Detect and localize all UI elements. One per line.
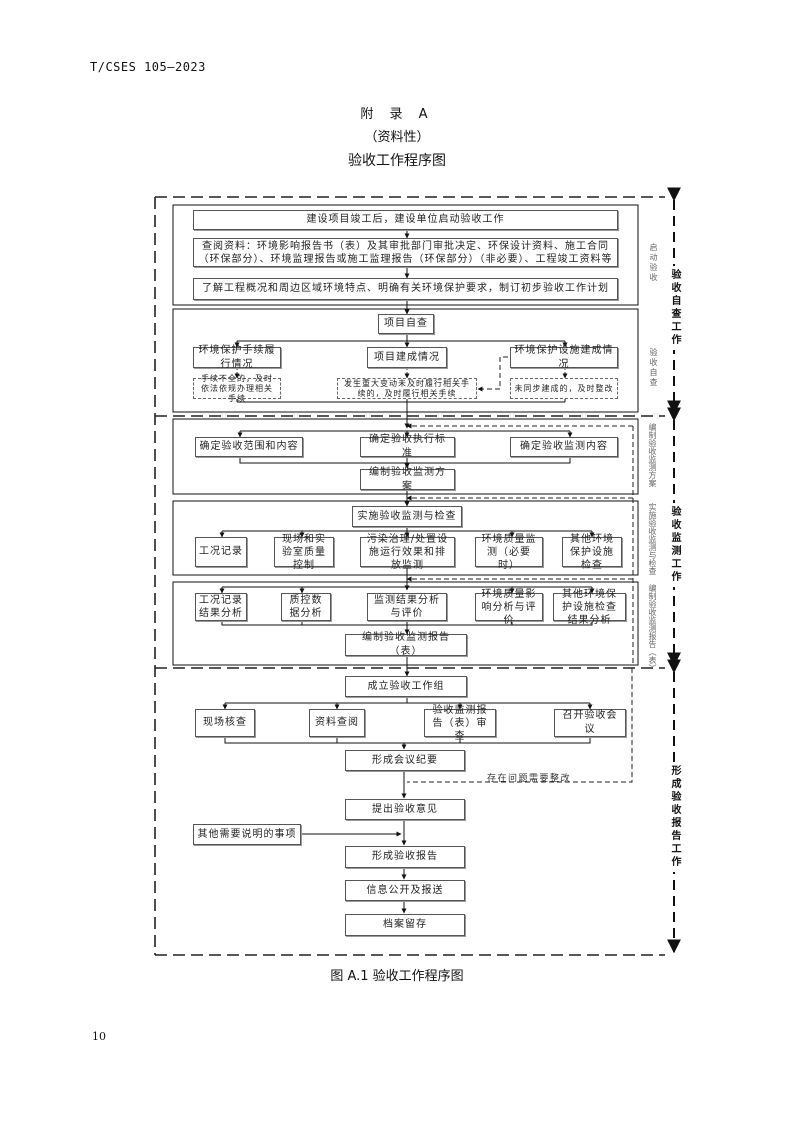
appendix-heading: 附 录 A <box>360 107 434 122</box>
review-materials-box: 查阅资料：环境影响报告书（表）及其审批部门审批决定、环保设计资料、施工合同（环保… <box>193 238 618 267</box>
side-label-start: 启动验收 <box>649 243 658 283</box>
phase-label-monitoring: 验收监测工作 <box>667 503 682 587</box>
form-work-group-box: 成立验收工作组 <box>345 676 467 697</box>
work-condition-analysis-box: 工况记录结果分析 <box>195 593 247 621</box>
qc-data-analysis-box: 质控数据分析 <box>281 593 331 621</box>
site-check-box: 现场核查 <box>195 709 255 737</box>
emission-monitoring-box: 污染治理/处置设施运行效果和排放监测 <box>360 534 455 571</box>
construction-status-box: 项目建成情况 <box>367 347 447 368</box>
implement-monitoring-box: 实施验收监测与检查 <box>352 506 462 527</box>
env-impact-analysis-box: 环境质量影响分析与评价 <box>475 589 543 626</box>
phase-label-self-check: 验收自查工作 <box>667 266 682 350</box>
outer-dashed-frame <box>154 196 665 956</box>
side-label-report: 编制验收监测报告（表） <box>648 584 657 672</box>
document-review-box: 资料查阅 <box>309 709 365 737</box>
monitoring-report-box: 编制验收监测报告（表） <box>345 632 467 657</box>
start-acceptance-box: 建设项目竣工后，建设单位启动验收工作 <box>193 210 618 230</box>
understand-project-box: 了解工程概况和周边区域环境特点、明确有关环境保护要求，制订初步验收工作计划 <box>193 278 618 300</box>
env-quality-monitoring-box: 环境质量监测（必要时） <box>475 534 543 571</box>
project-self-check-box: 项目自查 <box>378 314 434 334</box>
side-label-plan: 编制验收监测方案 <box>648 423 657 487</box>
work-condition-box: 工况记录 <box>195 537 247 567</box>
appendix-nature: （资料性） <box>364 130 430 145</box>
facility-status-box: 环境保护设施建成情况 <box>510 345 618 370</box>
quality-control-box: 现场和实验室质量控制 <box>274 534 334 571</box>
disclosure-box: 信息公开及报送 <box>345 880 465 901</box>
side-label-self-check: 验收自查 <box>649 348 658 388</box>
monitoring-result-analysis-box: 监测结果分析与评价 <box>367 593 447 621</box>
side-label-implement: 实施验收监测与检查 <box>648 503 657 575</box>
figure-title: 验收工作程序图 <box>348 153 446 169</box>
rectify-note: 存在问题需要整改 <box>487 774 572 784</box>
facility-remedy-box: 未同步建成的，及时整改 <box>510 378 618 399</box>
archive-box: 档案留存 <box>345 914 465 936</box>
acceptance-meeting-box: 召开验收会议 <box>554 709 626 737</box>
rectify-loop-monitoring <box>406 423 634 665</box>
phase-label-report: 形成验收报告工作 <box>667 762 682 872</box>
standards-box: 确定验收执行标准 <box>360 434 455 459</box>
acceptance-report-box: 形成验收报告 <box>345 846 465 868</box>
report-review-box: 验收监测报告（表）审查 <box>424 705 496 742</box>
figure-caption: 图 A.1 验收工作程序图 <box>330 969 464 984</box>
scope-box: 确定验收范围和内容 <box>195 437 303 457</box>
procedure-compliance-box: 环境保护手续履行情况 <box>193 345 281 370</box>
procedure-remedy-box: 手续不全的，及时依法依规办理相关手续 <box>193 374 281 403</box>
page-number: 10 <box>92 1030 106 1043</box>
other-facility-check-box: 其他环境保护设施检查 <box>562 534 622 571</box>
monitoring-content-box: 确定验收监测内容 <box>510 437 618 457</box>
meeting-minutes-box: 形成会议纪要 <box>345 750 465 771</box>
other-matters-box: 其他需要说明的事项 <box>193 824 301 845</box>
construction-remedy-box: 发生重大变动未及时履行相关手续的，及时履行相关手续 <box>337 378 477 399</box>
document-id: T/CSES 105—2023 <box>90 60 206 74</box>
other-facility-analysis-box: 其他环境保护设施检查结果分析 <box>553 589 626 626</box>
acceptance-opinion-box: 提出验收意见 <box>345 799 465 820</box>
stage-frames <box>172 204 639 666</box>
monitoring-plan-box: 编制验收监测方案 <box>360 467 455 492</box>
